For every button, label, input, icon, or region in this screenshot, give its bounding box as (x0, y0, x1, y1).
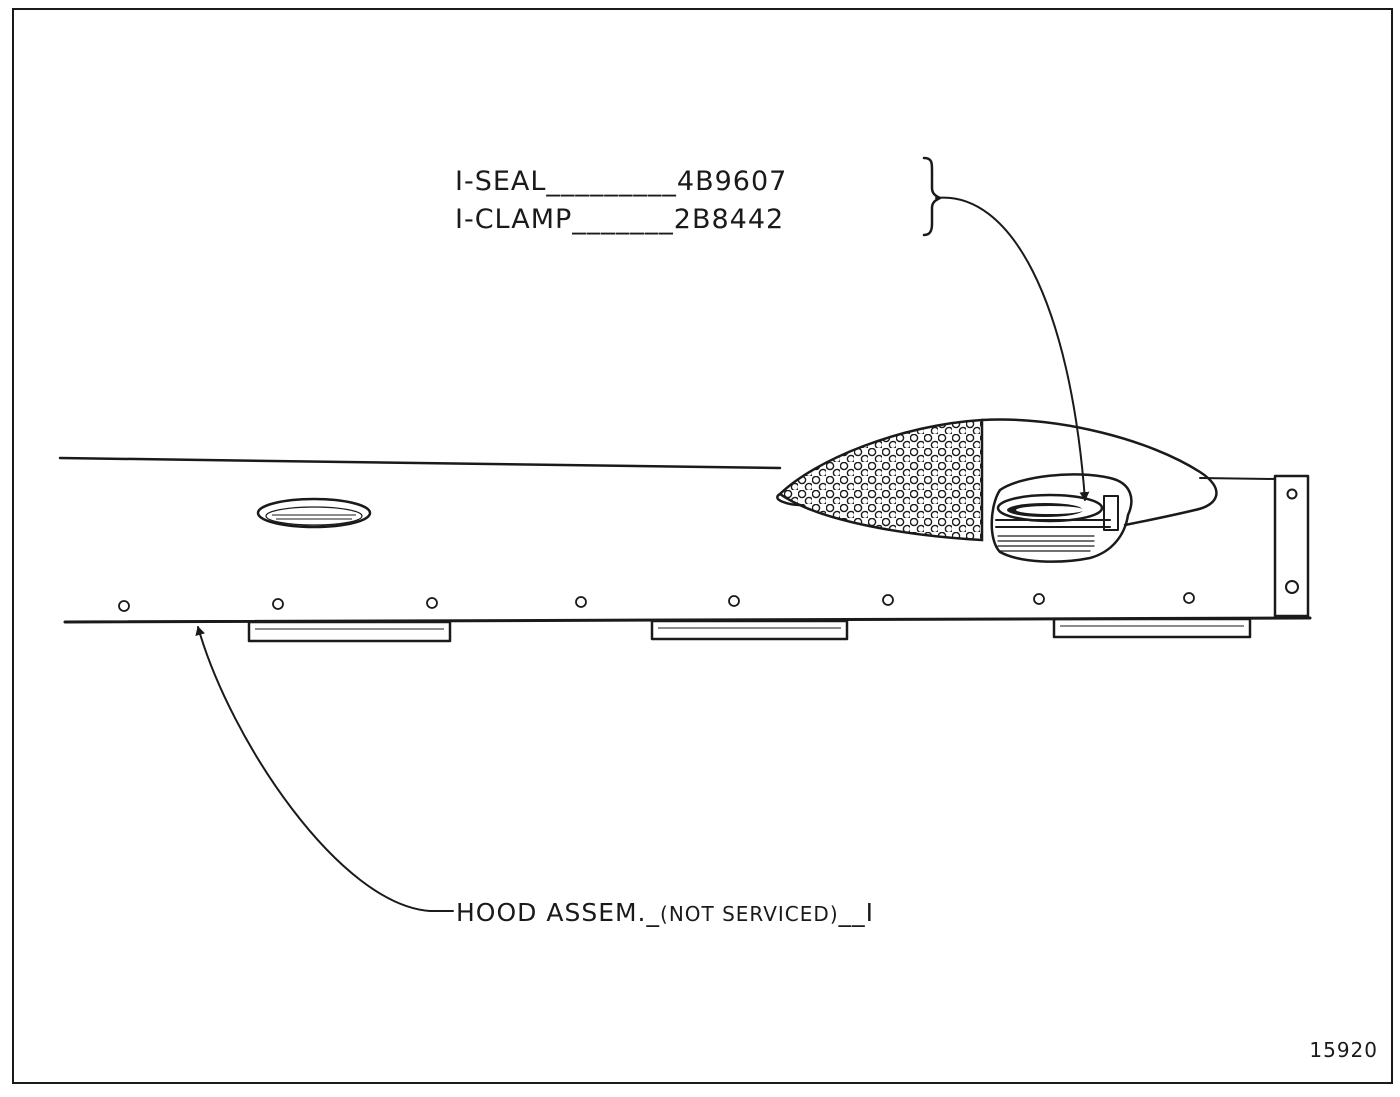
rivet (575, 596, 587, 608)
clamp-callout: I-CLAMP_______2B8442 (455, 204, 784, 235)
mounting-tabs (247, 617, 1252, 643)
rivet (272, 598, 284, 610)
hood-label: HOOD ASSEM. (456, 898, 647, 927)
rivet (728, 595, 740, 607)
seal-part-number: 4B9607 (677, 166, 787, 197)
rivet (1183, 592, 1195, 604)
seal-leader: _________ (545, 166, 677, 197)
rivet (118, 600, 130, 612)
mounting-tab (650, 619, 849, 641)
bracket-hole-lower (1285, 580, 1299, 594)
seal-clamp-leader (935, 196, 1090, 501)
seal-callout: I-SEAL_________4B9607 (455, 166, 787, 197)
mounting-tab (247, 620, 452, 643)
mounting-tab (1052, 617, 1252, 639)
clamp-part-number: 2B8442 (674, 204, 784, 235)
clamp-leader: _______ (571, 204, 674, 235)
leader-lines (195, 196, 1090, 912)
rivet-row (118, 592, 1195, 612)
air-scoop (776, 418, 1218, 542)
bracket-hole-upper (1286, 488, 1298, 500)
hood-leader-1: _ (646, 898, 661, 927)
hood-callout: HOOD ASSEM._(NOT SERVICED)__I (456, 898, 874, 927)
hood-oval-opening (256, 497, 372, 529)
end-bracket (1273, 474, 1310, 618)
rivet (1033, 593, 1045, 605)
callout-brace (922, 156, 942, 237)
rivet (882, 594, 894, 606)
hood-quantity: I (866, 898, 874, 927)
figure-number: 15920 (1309, 1038, 1378, 1062)
figure-frame (12, 8, 1393, 1084)
hood-leader (195, 626, 454, 912)
clamp-band (995, 519, 1111, 528)
seal-and-clamp-cutaway (990, 473, 1133, 563)
hood-note: (NOT SERVICED) (660, 902, 839, 926)
hood-leader-2: __ (838, 898, 866, 927)
clamp-label: I-CLAMP (455, 204, 572, 235)
rivet (426, 597, 438, 609)
seal-label: I-SEAL (455, 166, 546, 197)
clamp-screw (1103, 495, 1119, 531)
perforated-screen (778, 418, 984, 542)
